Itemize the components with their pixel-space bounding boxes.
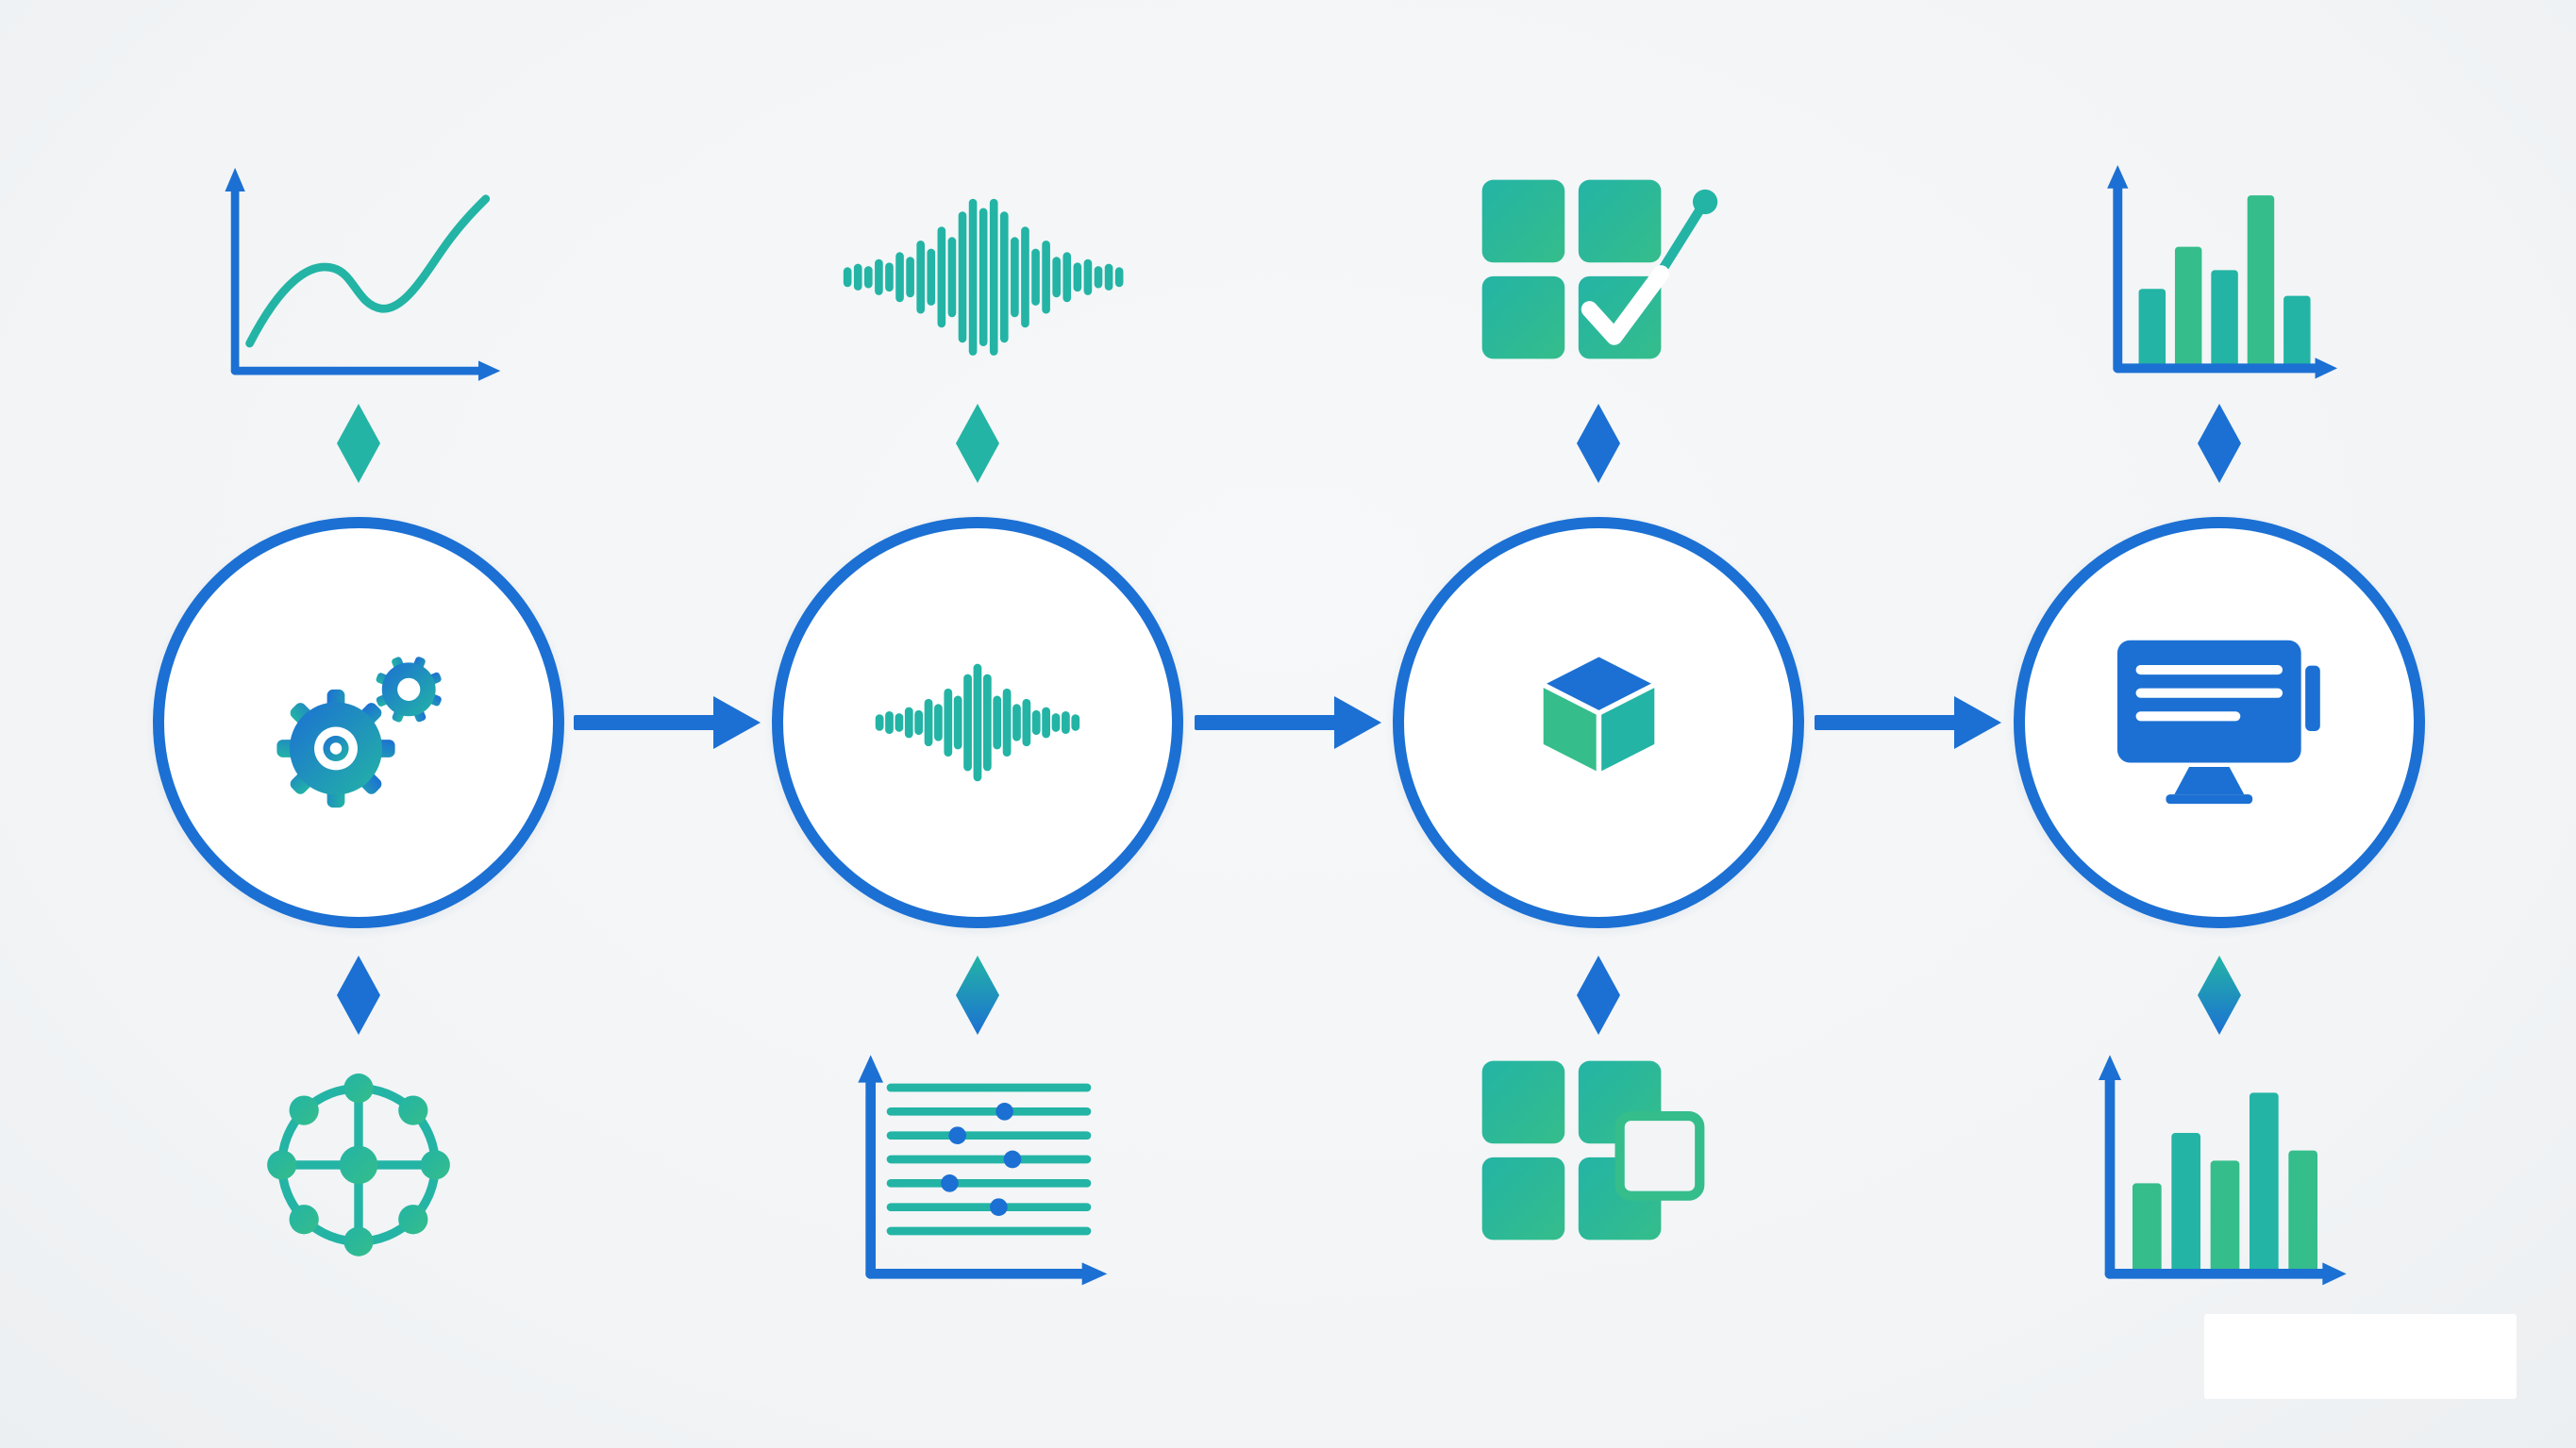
offset-square-outline (1614, 1110, 1705, 1201)
diamond-connector (956, 404, 999, 483)
network-graph-icon (267, 1074, 450, 1257)
bars (2133, 1092, 2317, 1274)
grid-check-icon (1481, 179, 1718, 359)
slider-rows (886, 1083, 1092, 1236)
stage-1-circle (153, 517, 564, 928)
monitor-screen (2116, 640, 2301, 763)
diamond-connector (337, 404, 380, 483)
grid-copy-icon (1481, 1060, 1705, 1240)
diamond-connector (2198, 404, 2241, 483)
trend-curve (245, 194, 491, 348)
cube-right-face (1596, 681, 1660, 778)
gear-large (276, 689, 395, 807)
stage-1-bottom-connector-slot (142, 956, 576, 1035)
stage-3-bottom-connector-slot (1381, 956, 1815, 1035)
diamond-connector (337, 956, 380, 1035)
flow-arrow-right-icon (1815, 696, 2001, 749)
pin-dot (1692, 189, 1718, 214)
stage-2-circle (772, 517, 1183, 928)
grid-squares (1481, 1060, 1662, 1240)
stage-3-circle (1393, 517, 1804, 928)
line-chart-icon (225, 168, 501, 382)
bars (2138, 194, 2311, 369)
slider-chart-icon (858, 1055, 1108, 1286)
grid-squares (1481, 179, 1662, 359)
waveform-icon (875, 663, 1079, 782)
bar-chart-icon (2099, 1055, 2347, 1286)
stage-2-top-icon-slot (761, 156, 1195, 382)
monitor-report-icon (2116, 640, 2320, 805)
stage-2-top-connector-slot (761, 404, 1195, 483)
stage-2-bottom-icon-slot (761, 1050, 1195, 1297)
stage-2-bottom-connector-slot (761, 956, 1195, 1035)
network-nodes (267, 1074, 450, 1257)
monitor-base (2165, 794, 2252, 805)
gears-icon (276, 656, 442, 807)
diamond-connector (1577, 404, 1620, 483)
stage-1-top-icon-slot (142, 156, 576, 382)
stage-4-top-connector-slot (2002, 404, 2436, 483)
checkmark-icon (1581, 264, 1670, 345)
pin-line (1653, 205, 1705, 281)
stage-4-bottom-icon-slot (2002, 1050, 2436, 1297)
stage-4 (2002, 0, 2436, 1448)
diamond-connector (2198, 956, 2241, 1035)
stage-1 (142, 0, 576, 1448)
bar-chart-icon (2107, 164, 2338, 379)
watermark-patch (2204, 1314, 2517, 1399)
stage-4-bottom-connector-slot (2002, 956, 2436, 1035)
stage-4-top-icon-slot (2002, 156, 2436, 382)
stage-2 (761, 0, 1195, 1448)
x-axis-arrowhead (478, 360, 501, 382)
diamond-connector (956, 956, 999, 1035)
stage-1-bottom-icon-slot (142, 1050, 576, 1297)
stage-1-top-connector-slot (142, 404, 576, 483)
gear-small (376, 656, 442, 723)
waveform-icon (843, 199, 1124, 357)
monitor-stand (2173, 767, 2244, 795)
flow-arrow-right-icon (574, 696, 761, 749)
side-tab (2304, 665, 2320, 731)
y-axis-arrowhead (225, 168, 245, 192)
cube-icon (1537, 652, 1660, 778)
stage-3 (1381, 0, 1815, 1448)
stage-3-top-connector-slot (1381, 404, 1815, 483)
stage-3-top-icon-slot (1381, 156, 1815, 382)
flow-arrow-right-icon (1195, 696, 1381, 749)
stage-4-circle (2014, 517, 2425, 928)
stage-3-bottom-icon-slot (1381, 1050, 1815, 1297)
diamond-connector (1577, 956, 1620, 1035)
